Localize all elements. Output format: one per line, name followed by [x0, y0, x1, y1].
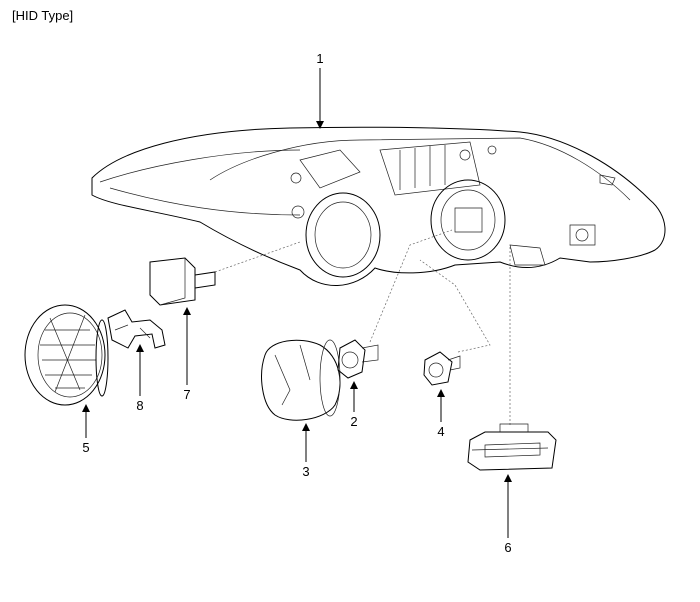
page-title: [HID Type]	[12, 8, 74, 23]
part-6-hid-ballast	[467, 423, 557, 471]
callout-labels: 1 2 3 4 5 6 7 8	[82, 51, 511, 555]
part-3-bulb-cap	[261, 339, 341, 421]
callout-label-4: 4	[437, 424, 444, 439]
part-5-dust-cover	[24, 304, 109, 406]
callout-label-1: 1	[316, 51, 323, 66]
headlamp-housing	[91, 126, 666, 286]
callout-label-6: 6	[504, 540, 511, 555]
part-7-hid-bulb	[149, 257, 216, 306]
part-4-bulb	[423, 351, 461, 386]
assembly-guide-lines	[214, 229, 511, 425]
callout-label-8: 8	[136, 398, 143, 413]
part-2-bulb	[337, 339, 379, 379]
callout-label-5: 5	[82, 440, 89, 455]
callout-label-2: 2	[350, 414, 357, 429]
callout-label-7: 7	[183, 387, 190, 402]
part-8-retaining-clip	[107, 309, 166, 349]
callout-label-3: 3	[302, 464, 309, 479]
callout-arrows	[82, 68, 512, 538]
